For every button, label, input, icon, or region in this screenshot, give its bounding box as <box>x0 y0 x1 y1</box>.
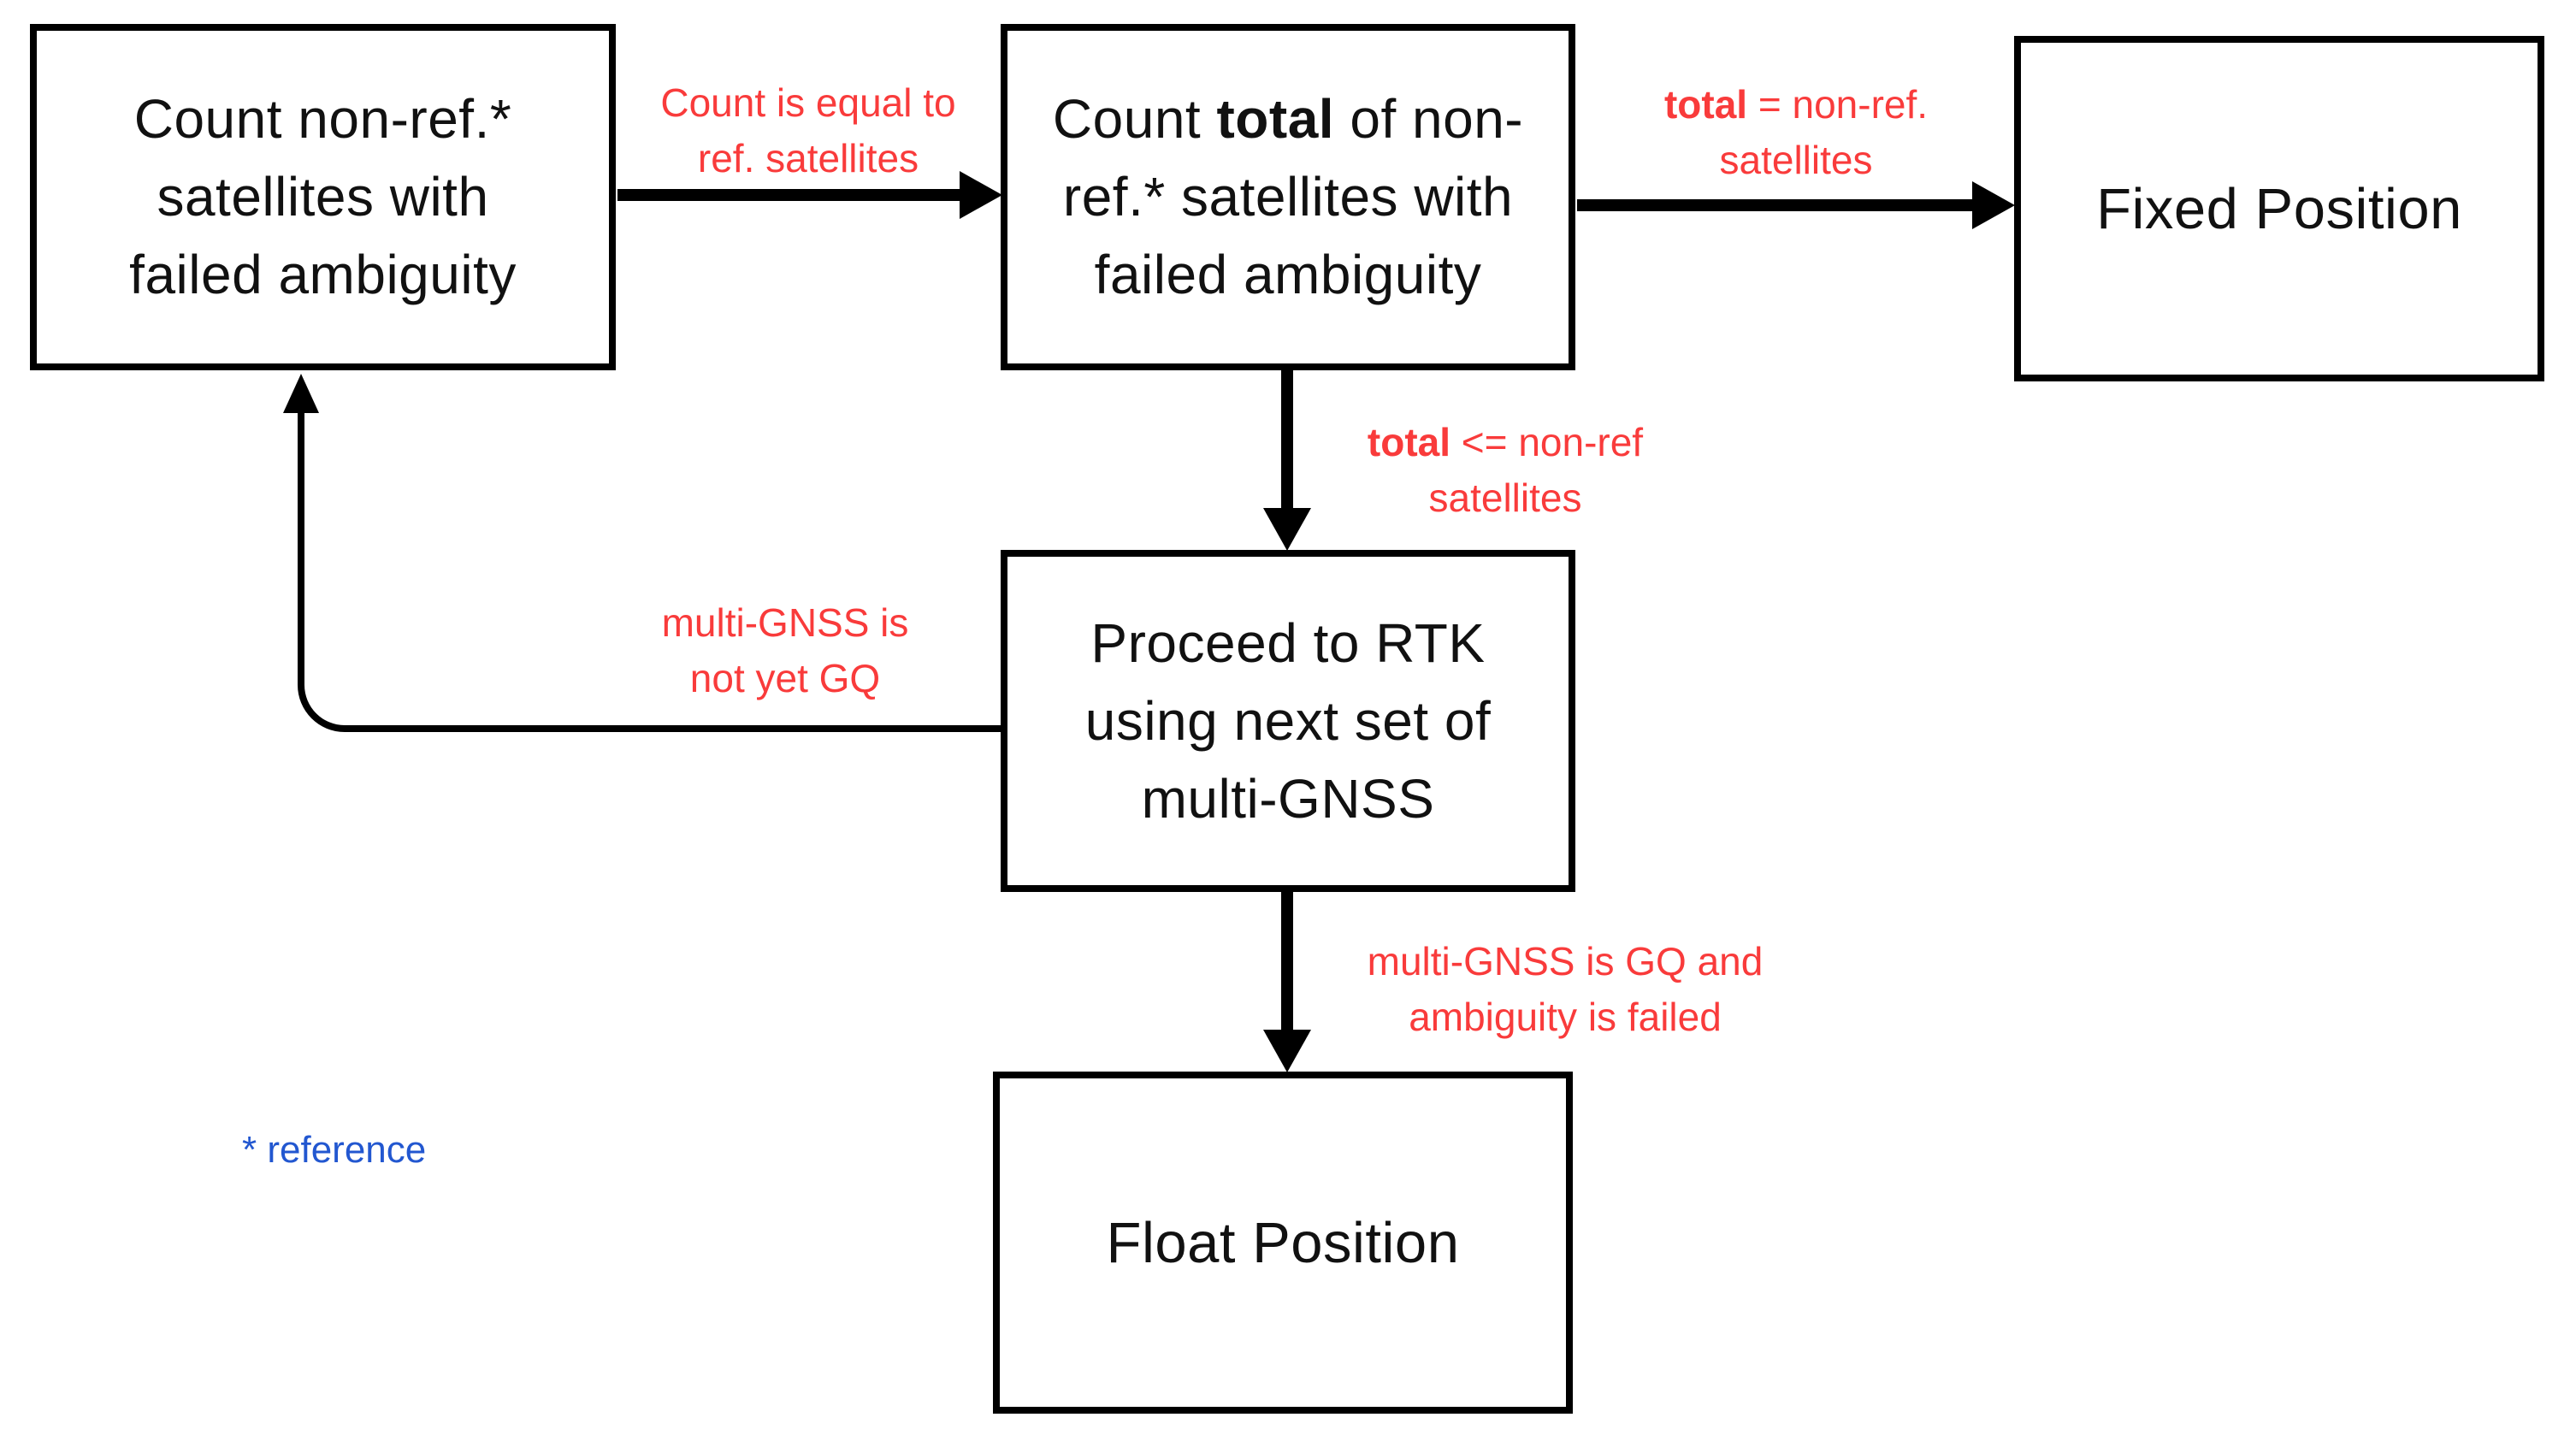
node-line: ref.* satellites with <box>1062 166 1514 227</box>
edge-label-gq-ambiguity-failed: multi-GNSS is GQ and ambiguity is failed <box>1326 934 1805 1045</box>
node-line: failed ambiguity <box>1094 244 1482 305</box>
node-line: failed ambiguity <box>129 244 517 305</box>
bold-total: total <box>1367 420 1451 464</box>
node-line: Fixed Position <box>2096 176 2462 241</box>
bold-total: total <box>1216 88 1335 150</box>
edge-label-total-lte-nonref: total <= non-ref satellites <box>1317 415 1693 526</box>
edge-label-line: not yet GQ <box>689 656 881 700</box>
node-count-total-satellites: Count total of non- ref.* satellites wit… <box>1001 24 1575 370</box>
edge-label-line: satellites <box>1719 138 1873 182</box>
arrow-rtk-to-count-loop <box>298 412 1007 732</box>
arrow-total-to-rtk <box>1281 370 1293 511</box>
node-fixed-position: Fixed Position <box>2014 36 2544 381</box>
node-line: Float Position <box>1106 1210 1460 1275</box>
arrowhead-right-icon <box>960 171 1002 219</box>
node-line: using next set of <box>1084 689 1492 752</box>
edge-label-line: satellites <box>1428 475 1582 520</box>
arrow-count-to-total <box>617 189 961 201</box>
arrowhead-up-icon <box>283 374 319 413</box>
reference-footnote: * reference <box>242 1129 427 1171</box>
arrowhead-down-icon <box>1263 1030 1311 1072</box>
arrowhead-down-icon <box>1263 508 1311 551</box>
arrow-total-to-fixed <box>1577 199 1972 211</box>
node-line: Count total of non- <box>1052 88 1524 150</box>
edge-label-count-equal: Count is equal to ref. satellites <box>620 75 996 186</box>
node-count-nonref-satellites: Count non-ref.* satellites with failed a… <box>30 24 616 370</box>
edge-label-line: total <= non-ref <box>1367 420 1644 464</box>
node-proceed-rtk: Proceed to RTK using next set of multi-G… <box>1001 550 1575 892</box>
edge-label-line: Count is equal to <box>660 80 956 125</box>
edge-label-line: multi-GNSS is GQ and <box>1367 939 1764 983</box>
edge-label-line: total = non-ref. <box>1663 82 1929 127</box>
edge-label-line: ambiguity is failed <box>1409 995 1722 1039</box>
node-line: multi-GNSS <box>1141 767 1435 830</box>
arrowhead-right-icon <box>1972 181 2015 229</box>
arrow-rtk-to-float <box>1281 892 1293 1032</box>
edge-label-not-yet-gq: multi-GNSS is not yet GQ <box>599 595 972 706</box>
node-float-position: Float Position <box>993 1072 1573 1414</box>
node-line: Proceed to RTK <box>1090 611 1486 674</box>
bold-total: total <box>1663 82 1748 127</box>
node-line: Count non-ref.* <box>133 88 512 150</box>
edge-label-line: ref. satellites <box>697 136 919 180</box>
edge-label-total-equals-nonref: total = non-ref. satellites <box>1608 77 1984 188</box>
node-line: satellites with <box>157 166 489 227</box>
edge-label-line: multi-GNSS is <box>661 600 909 645</box>
